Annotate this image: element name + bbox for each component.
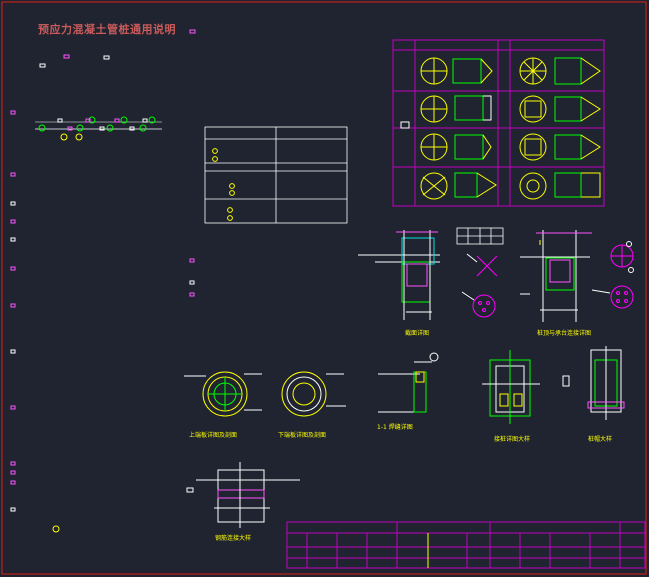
caption-ring-2: 下端板详图及剖面 [278,432,327,439]
title-block [286,521,646,569]
pile-shoe-symbols [420,57,601,200]
caption-section-1: 截面详图 [405,330,430,337]
table-circle-markers [212,148,235,221]
caption-section-2: 桩顶与承台连接详图 [537,330,592,337]
left-margin-markers [10,29,196,512]
splice-detail [186,462,300,528]
pink-ring-details [461,241,634,318]
caption-splice-detail: 钢筋连接大样 [215,535,252,542]
sheet-title: 预应力混凝土管桩通用说明 [38,23,176,36]
caption-joint-detail: 接桩详图大样 [494,436,531,443]
caption-cap-detail: 桩帽大样 [588,436,613,443]
weld-detail [378,352,439,413]
joint-detail [482,350,540,424]
circle-marker-icon [38,124,46,132]
pile-shoe-icon [452,58,482,84]
cap-detail [562,346,625,420]
caption-weld-detail: 1-1 焊缝详图 [377,424,413,431]
pile-schedule-table [204,126,348,224]
small-grid [456,227,504,245]
pile-shoe-grid [392,39,605,207]
notes-reference-row [35,116,162,533]
ring-detail-2 [281,371,346,417]
section-detail-2 [520,230,592,322]
ring-detail-1 [184,371,262,417]
section-detail-1 [358,230,440,320]
caption-ring-1: 上端板详图及剖面 [189,432,238,439]
